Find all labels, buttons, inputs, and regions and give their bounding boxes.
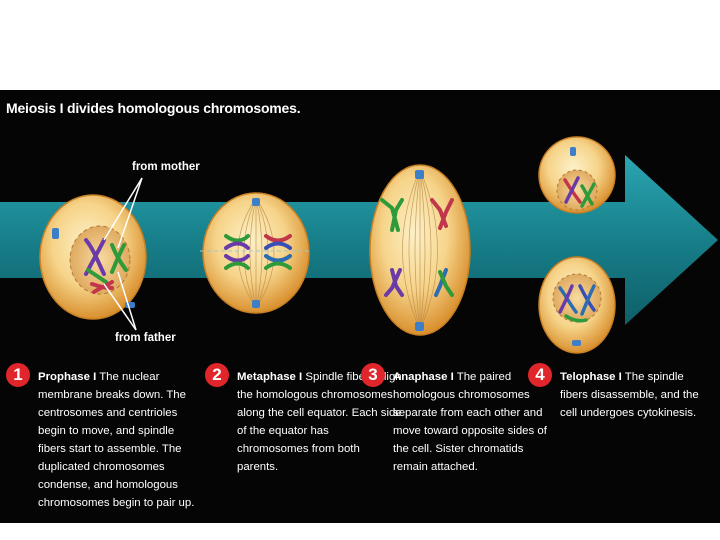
step-description: Prophase I The nuclear membrane breaks d…: [38, 368, 203, 512]
step-number-badge: 1: [6, 363, 30, 387]
step-title: Telophase I: [560, 371, 622, 383]
anaphase-cell: [370, 165, 470, 335]
telophase-cell-top: [539, 137, 615, 213]
diagram-panel: Meiosis I divides homologous chromosomes…: [0, 90, 720, 523]
from-mother-label: from mother: [132, 161, 200, 173]
step-title: Metaphase I: [237, 371, 302, 383]
step-body: The nuclear membrane breaks down. The ce…: [38, 371, 194, 509]
step-number-badge: 3: [361, 363, 385, 387]
step-title: Anaphase I: [393, 371, 454, 383]
telophase-cell-bottom: [539, 257, 615, 353]
step-body: The paired homologous chromosomes separa…: [393, 371, 547, 473]
step-number-badge: 2: [205, 363, 229, 387]
from-father-label: from father: [115, 332, 176, 344]
step-description: Telophase I The spindle fibers disassemb…: [560, 368, 710, 422]
step-title: Prophase I: [38, 371, 96, 383]
step-number-badge: 4: [528, 363, 552, 387]
diagram-title: Meiosis I divides homologous chromosomes…: [6, 100, 300, 116]
